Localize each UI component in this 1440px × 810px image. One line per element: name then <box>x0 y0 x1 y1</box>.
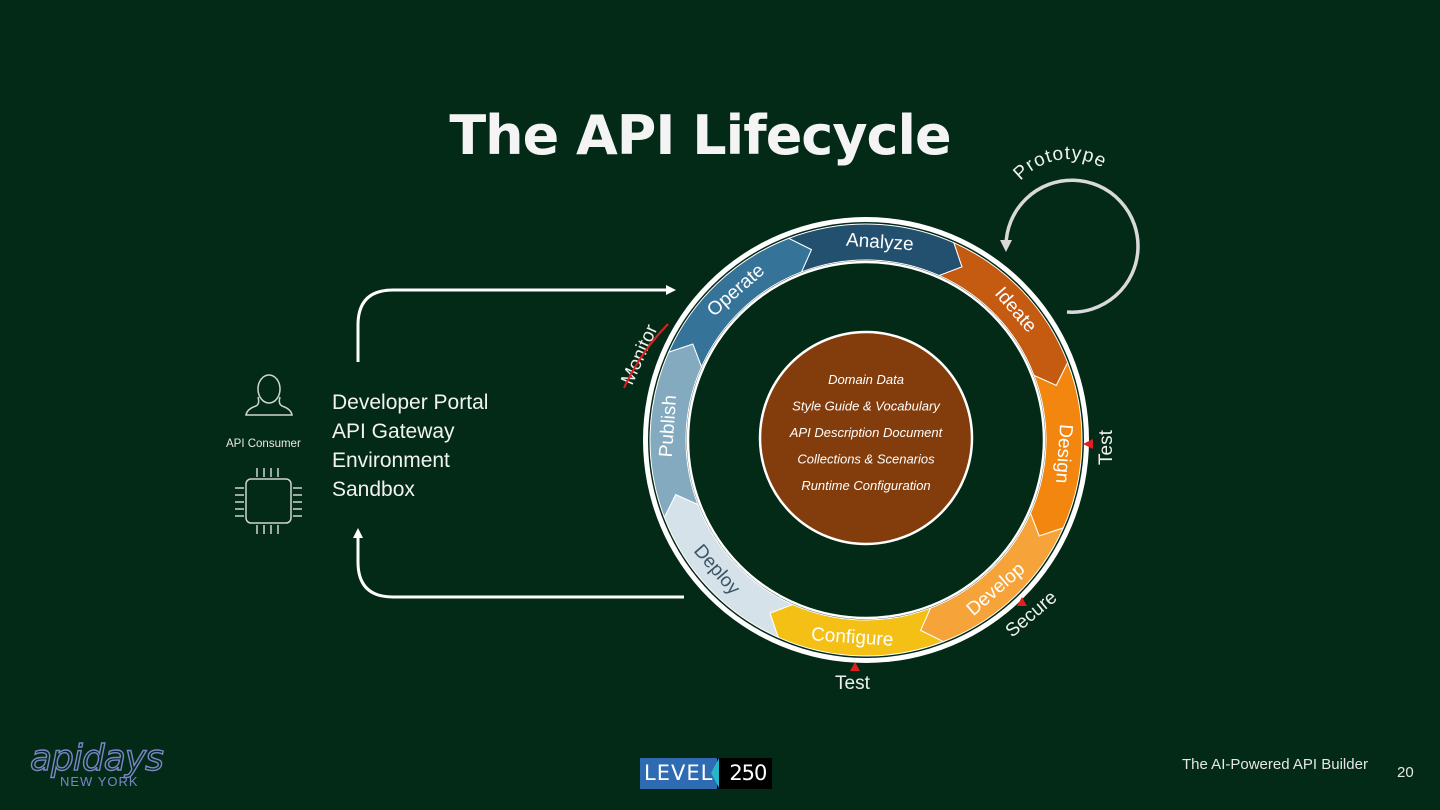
portal-item-environment: Environment <box>332 449 450 472</box>
level250-logo: LEVEL 250 <box>640 758 773 789</box>
api-consumer-label: API Consumer <box>226 438 301 450</box>
test-right-marker <box>1083 439 1093 449</box>
portal-item-sandbox: Sandbox <box>332 478 415 501</box>
secure-marker <box>1017 597 1027 606</box>
prototype-loop-arrow <box>1000 178 1140 314</box>
center-item: Domain Data <box>828 372 904 387</box>
publish-arrow <box>353 528 684 599</box>
chip-icon <box>235 468 302 534</box>
portal-item-api-gateway: API Gateway <box>332 420 455 443</box>
center-item: Collections & Scenarios <box>797 452 935 467</box>
portal-list: Developer Portal API Gateway Environment… <box>332 388 488 504</box>
monitor-marker <box>623 323 669 389</box>
test-bottom-label: Test <box>835 673 871 694</box>
level-logo-word: LEVEL <box>640 758 718 789</box>
footer-caption: The AI-Powered API Builder <box>1182 756 1368 773</box>
prototype-label: Prototype <box>1010 143 1111 185</box>
stage-label-design: Design <box>1051 424 1076 484</box>
apidays-logo-sub: NEW YORK <box>60 774 139 789</box>
apidays-logo-word: apidays <box>29 737 164 779</box>
level-logo-number: 250 <box>711 758 773 789</box>
center-item: API Description Document <box>789 425 944 440</box>
test-bottom-marker <box>850 662 860 671</box>
page-number: 20 <box>1397 764 1414 781</box>
portal-item-developer-portal: Developer Portal <box>332 391 489 414</box>
center-item: Style Guide & Vocabulary <box>792 399 941 414</box>
monitor-feedback-arrow <box>356 285 676 362</box>
person-icon <box>245 374 293 416</box>
stage-label-analyze: Analyze <box>845 230 914 256</box>
center-circle <box>758 330 974 546</box>
apidays-logo: apidays NEW YORK <box>29 737 180 792</box>
slide-title: The API Lifecycle <box>449 104 951 167</box>
test-right-label: Test <box>1096 429 1117 465</box>
stage-segment-operate <box>667 237 813 369</box>
stage-label-publish: Publish <box>656 394 681 458</box>
center-item: Runtime Configuration <box>801 478 930 493</box>
cycle-segments <box>649 223 1083 657</box>
